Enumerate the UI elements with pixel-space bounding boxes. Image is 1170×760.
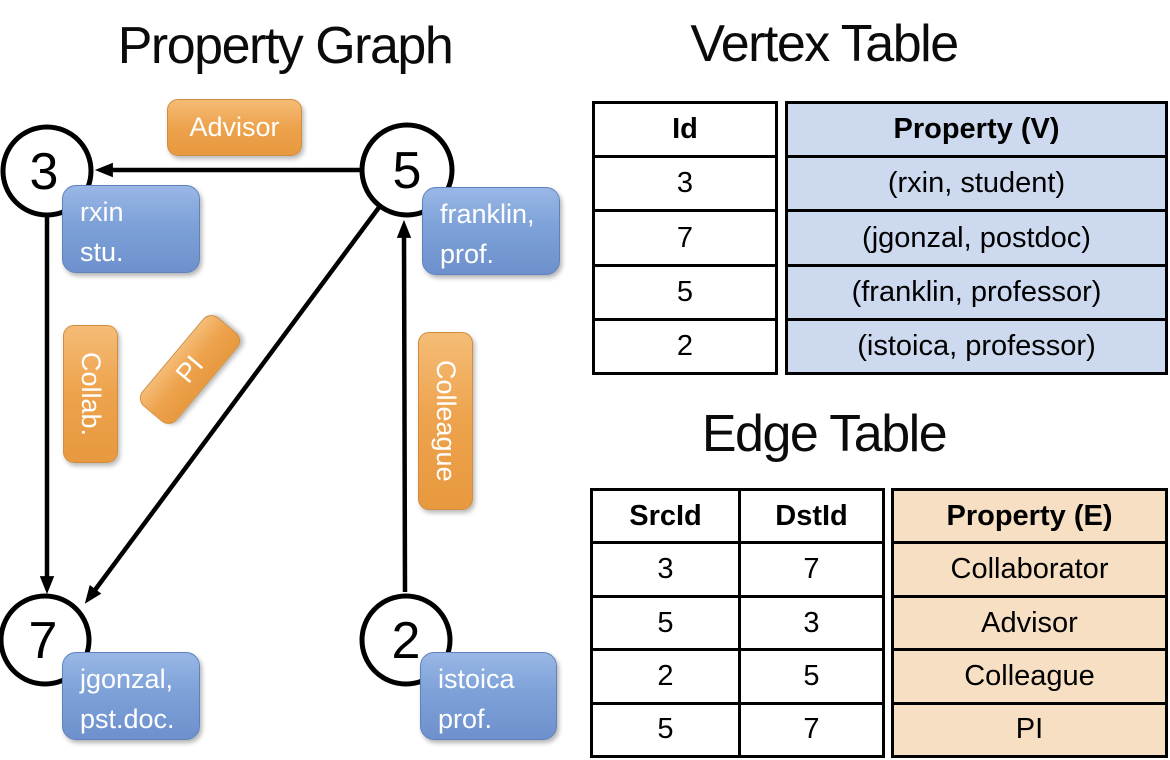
- vertex-table-title: Vertex Table: [690, 15, 959, 73]
- vertex-label-franklin-line1: franklin,: [440, 199, 535, 229]
- table-cell: 2: [595, 317, 775, 372]
- node-2-id: 2: [392, 612, 421, 670]
- table-row: 3 7: [593, 541, 882, 595]
- table-row: SrcId DstId: [593, 491, 882, 542]
- table-cell: PI: [894, 701, 1165, 755]
- vertex-label-istoica-line1: istoica: [438, 664, 515, 694]
- table-cell: 2: [593, 651, 741, 702]
- node-3-id: 3: [30, 143, 59, 201]
- edge-label-collab: Collab.: [63, 325, 118, 463]
- table-cell: 3: [593, 544, 741, 595]
- vertex-label-istoica: istoica prof.: [420, 652, 557, 740]
- vertex-label-rxin-line2: stu.: [80, 237, 124, 267]
- edge-table-property-header: Property (E): [946, 499, 1113, 532]
- table-row: 5 3: [593, 594, 882, 649]
- vertex-table-id-header: Id: [672, 113, 698, 146]
- vertex-table-id-column: Id 3 7 5 2: [592, 101, 778, 375]
- table-cell: Colleague: [894, 648, 1165, 701]
- edge-table-property-column: Property (E) Collaborator Advisor Collea…: [891, 488, 1168, 758]
- node-7-id: 7: [29, 612, 58, 670]
- table-cell: (franklin, professor): [788, 263, 1165, 318]
- table-cell: 5: [803, 659, 820, 692]
- table-cell: 7: [595, 209, 775, 263]
- vertex-label-franklin-line2: prof.: [440, 239, 495, 269]
- table-cell: 5: [595, 263, 775, 318]
- vertex-table: Id 3 7 5 2 Property (V) (rxin, student) …: [592, 101, 1168, 375]
- edge-label-advisor: Advisor: [167, 99, 302, 156]
- table-cell: Collaborator: [894, 541, 1165, 594]
- vertex-table-property-column: Property (V) (rxin, student) (jgonzal, p…: [785, 101, 1168, 375]
- table-cell: 5: [593, 704, 741, 756]
- table-cell: Advisor: [894, 594, 1165, 648]
- vertex-label-jgonzal: jgonzal, pst.doc.: [62, 652, 200, 740]
- vertex-label-rxin-line1: rxin: [80, 197, 124, 227]
- table-cell: 7: [803, 713, 820, 746]
- table-cell: 3: [595, 155, 775, 209]
- edge-table: SrcId DstId 3 7 5 3 2 5 5 7 Property (E)…: [590, 488, 1168, 758]
- property-graph-title: Property Graph: [117, 17, 454, 75]
- vertex-table-property-header: Property (V): [893, 113, 1060, 146]
- edge-table-id-columns: SrcId DstId 3 7 5 3 2 5 5 7: [590, 488, 885, 758]
- table-row: 2 5: [593, 648, 882, 702]
- edge-table-title: Edge Table: [701, 405, 948, 463]
- table-cell: 7: [803, 553, 820, 586]
- edge-label-colleague: Colleague: [418, 332, 473, 510]
- table-cell: 3: [803, 606, 820, 639]
- vertex-label-jgonzal-line1: jgonzal,: [80, 664, 174, 694]
- table-row: 5 7: [593, 701, 882, 756]
- vertex-label-istoica-line2: prof.: [438, 704, 493, 734]
- edge-5-to-7-pi: [84, 204, 382, 604]
- table-cell: (jgonzal, postdoc): [788, 209, 1165, 263]
- vertex-label-franklin: franklin, prof.: [422, 187, 560, 275]
- edge-table-srcid-header: SrcId: [593, 491, 741, 542]
- vertex-label-jgonzal-line2: pst.doc.: [80, 704, 175, 734]
- table-cell: (istoica, professor): [788, 317, 1165, 372]
- table-cell: (rxin, student): [788, 155, 1165, 209]
- table-cell: 5: [593, 597, 741, 649]
- node-5-id: 5: [393, 142, 422, 200]
- vertex-label-rxin: rxin stu.: [62, 185, 200, 273]
- edge-2-to-5-colleague: [396, 219, 412, 593]
- edge-table-dstid-header: DstId: [775, 499, 848, 532]
